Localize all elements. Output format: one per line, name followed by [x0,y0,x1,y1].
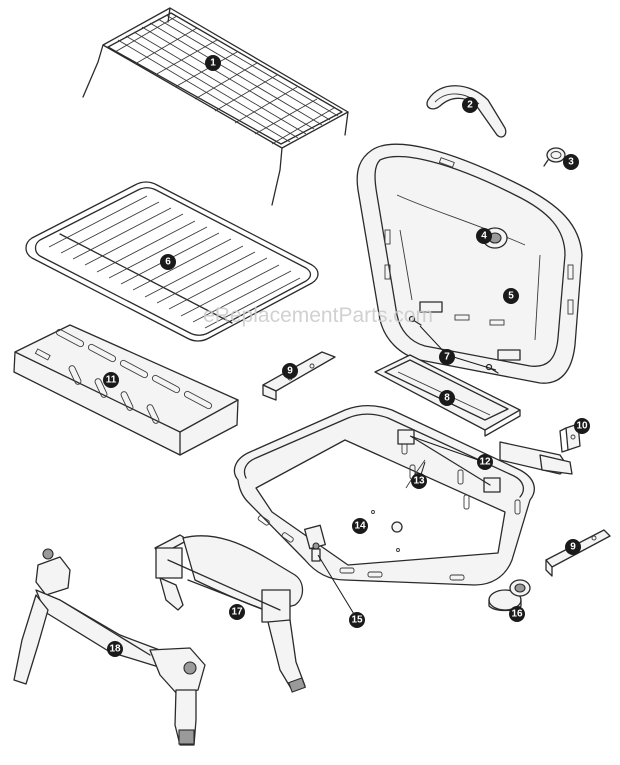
svg-text:18: 18 [109,644,121,655]
lid [356,143,583,384]
callout-15: 15 [349,612,365,628]
regulator-knob [488,579,531,612]
callout-7: 7 [439,349,455,365]
svg-text:16: 16 [511,609,523,620]
callout-markers: 1 2 3 4 5 6 7 8 9 10 11 12 13 14 15 16 9… [103,55,590,657]
igniter [304,524,326,562]
svg-text:7: 7 [444,352,450,363]
callout-2: 2 [462,97,478,113]
callout-6: 6 [160,254,176,270]
callout-1: 1 [205,55,221,71]
heat-shield [13,324,239,456]
svg-text:6: 6 [165,257,171,268]
callout-9-lower: 9 [565,539,581,555]
svg-text:11: 11 [106,375,117,386]
callout-17: 17 [229,604,245,620]
callout-3: 3 [563,154,579,170]
svg-text:1: 1 [210,58,216,69]
callout-16: 16 [509,606,525,622]
svg-text:5: 5 [508,291,514,302]
callout-12: 12 [477,454,493,470]
callout-14: 14 [352,518,368,534]
callout-4: 4 [476,228,492,244]
svg-text:4: 4 [481,231,487,242]
callout-18: 18 [107,641,123,657]
svg-text:2: 2 [467,100,473,111]
front-leg-assembly [13,548,206,746]
callout-13: 13 [411,473,427,489]
temperature-gauge [543,147,566,167]
bracket-upper [262,351,336,401]
watermark: eReplacementParts.com [203,304,433,327]
cooking-grate [25,181,319,342]
svg-text:12: 12 [479,457,491,468]
rear-leg-assembly [154,534,306,693]
svg-text:13: 13 [413,476,425,487]
firebox [233,404,573,586]
callout-11: 11 [103,372,119,388]
svg-text:15: 15 [351,615,363,626]
svg-text:9: 9 [287,366,293,377]
callout-10: 10 [574,418,590,434]
callout-9-upper: 9 [282,363,298,379]
svg-text:14: 14 [354,521,366,532]
warming-rack [82,7,349,206]
callout-8: 8 [439,390,455,406]
svg-text:17: 17 [231,607,243,618]
svg-text:3: 3 [568,157,574,168]
svg-text:9: 9 [570,542,576,553]
callout-5: 5 [503,288,519,304]
svg-text:10: 10 [576,421,588,432]
svg-text:8: 8 [444,393,450,404]
